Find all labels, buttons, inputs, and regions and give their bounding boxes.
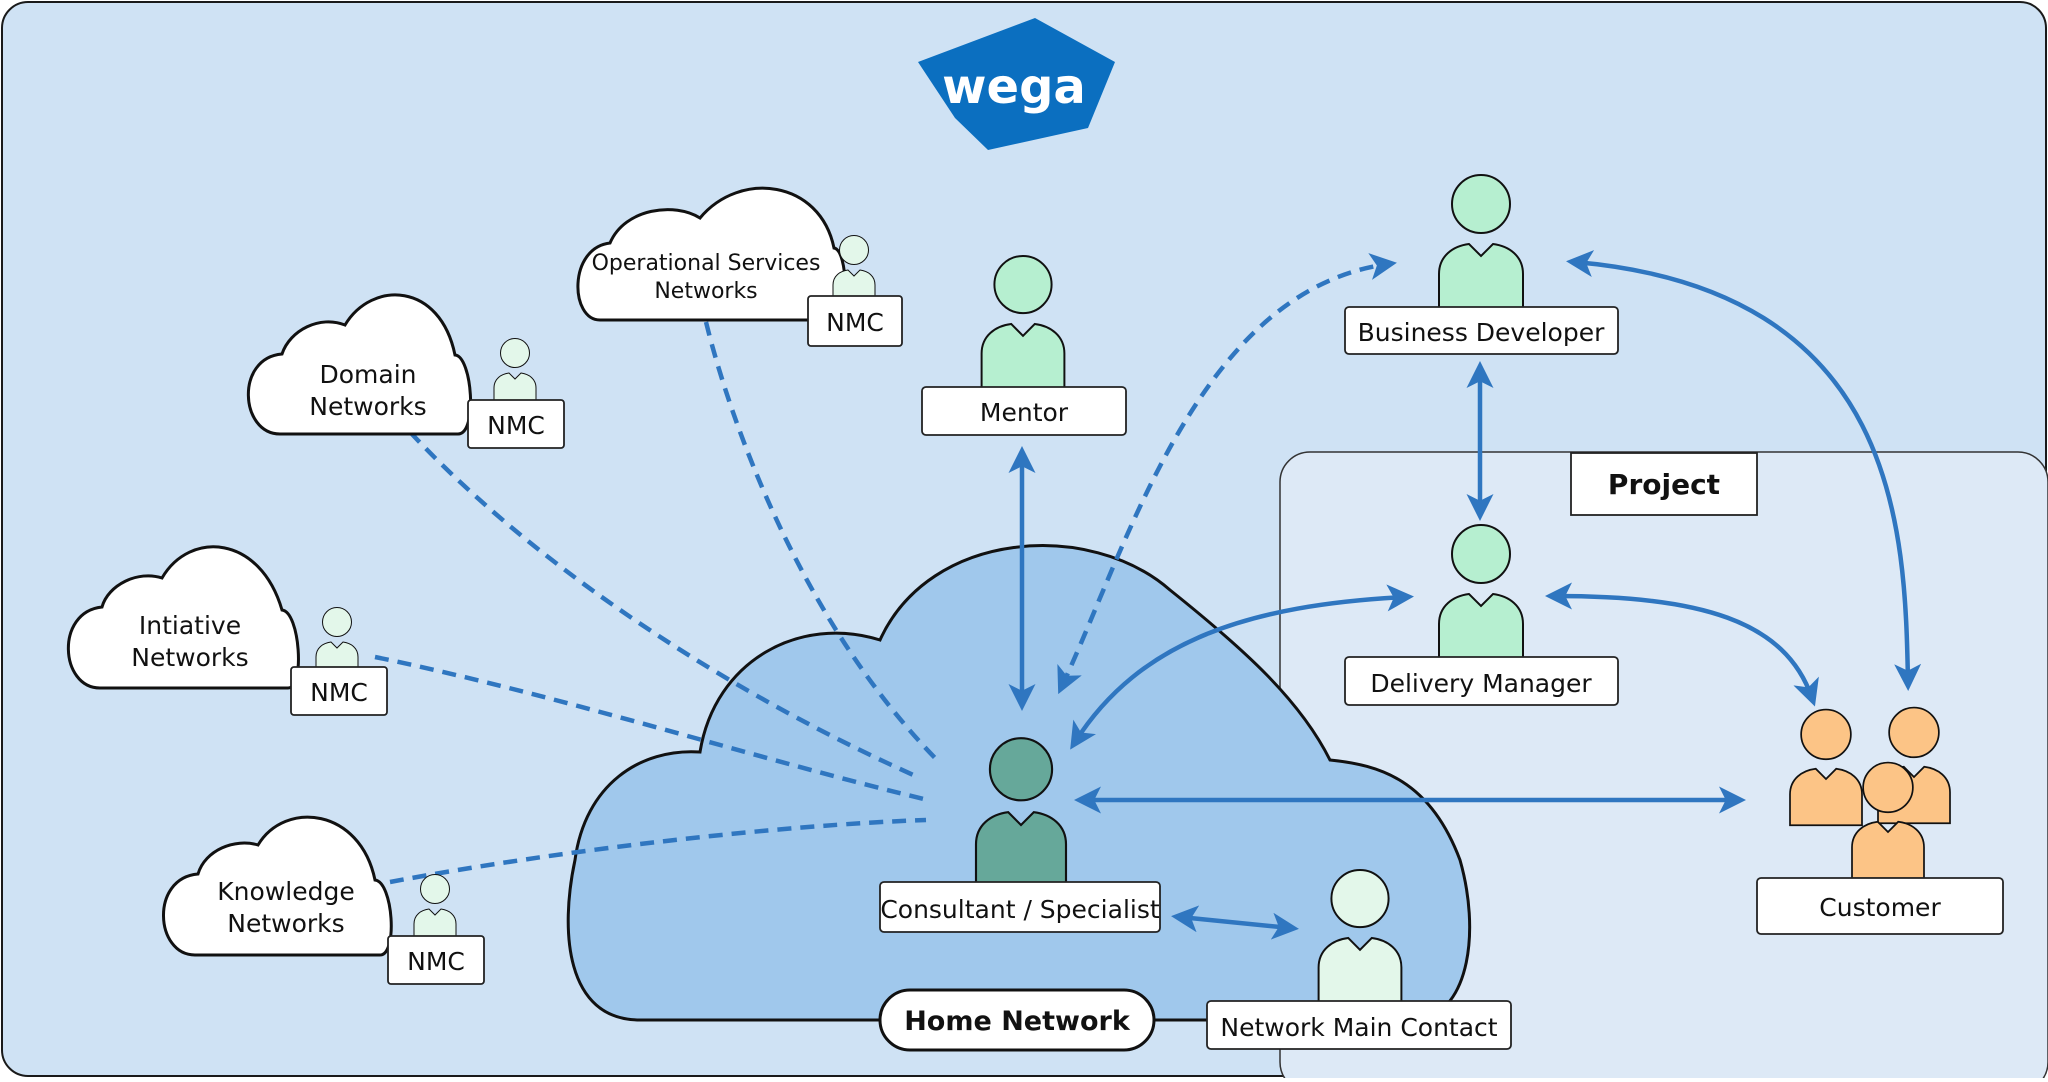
nmc-box xyxy=(807,295,903,347)
consultant-label-box xyxy=(879,881,1161,933)
customer-label: Customer xyxy=(1819,893,1941,922)
dashed-link-initiative xyxy=(374,654,929,803)
wega-logo: wega xyxy=(918,18,1115,150)
dashed-link-knowledge xyxy=(389,817,927,885)
network-initiative: Intiative Networks NMC xyxy=(66,545,388,716)
arrow-delivery-customer xyxy=(1545,582,1819,707)
network-domain-line-2: Networks xyxy=(309,392,426,421)
mentor-label: Mentor xyxy=(980,398,1069,427)
network-initiative-line-1: Intiative xyxy=(139,611,241,640)
nmc-label: NMC xyxy=(310,678,368,707)
nmc-label: NMC xyxy=(826,308,884,337)
role-consultant: Consultant / Specialist xyxy=(879,736,1161,933)
nmc-label: NMC xyxy=(407,947,465,976)
dashed-link-operational xyxy=(703,321,939,762)
network-knowledge: Knowledge Networks NMC xyxy=(162,815,485,985)
network-main-contact-label: Network Main Contact xyxy=(1220,1013,1497,1042)
nmc-box xyxy=(467,399,565,449)
home-network-label: Home Network xyxy=(904,1006,1131,1037)
role-delivery-manager: Delivery Manager xyxy=(1344,523,1619,706)
network-operational: Operational Services Networks NMC xyxy=(576,186,903,347)
delivery-manager-label: Delivery Manager xyxy=(1370,669,1592,698)
nmc-label: NMC xyxy=(487,411,545,440)
arrow-consultant-network-contact xyxy=(1171,905,1299,940)
mentor-label-box xyxy=(921,386,1127,436)
role-business-developer: Business Developer xyxy=(1344,173,1619,355)
role-customer: Customer xyxy=(1756,706,2004,935)
arrow-business-customer xyxy=(1566,250,1922,691)
network-domain: Domain Networks NMC xyxy=(246,293,565,449)
network-knowledge-line-2: Networks xyxy=(227,909,344,938)
delivery-manager-label-box xyxy=(1344,656,1619,706)
network-domain-line-1: Domain xyxy=(319,360,416,389)
network-initiative-line-2: Networks xyxy=(131,643,248,672)
home-network-pill xyxy=(878,988,1156,1052)
role-mentor: Mentor xyxy=(921,254,1127,436)
wega-logo-text: wega xyxy=(942,59,1086,115)
role-network-main-contact: Network Main Contact xyxy=(1206,868,1512,1050)
nmc-box xyxy=(387,935,485,985)
customer-label-box xyxy=(1756,877,2004,935)
network-knowledge-line-1: Knowledge xyxy=(217,877,354,906)
project-label: Project xyxy=(1608,468,1720,501)
network-operational-line-1: Operational Services xyxy=(592,251,821,276)
network-main-contact-label-box xyxy=(1206,1000,1512,1050)
dashed-link-domain xyxy=(408,430,921,781)
network-operational-line-2: Networks xyxy=(654,279,757,304)
nmc-box xyxy=(290,666,388,716)
consultant-label: Consultant / Specialist xyxy=(880,895,1160,924)
business-developer-label-box xyxy=(1344,306,1619,355)
business-developer-label: Business Developer xyxy=(1358,318,1605,347)
arrow-delivery-consultant xyxy=(1070,584,1414,750)
